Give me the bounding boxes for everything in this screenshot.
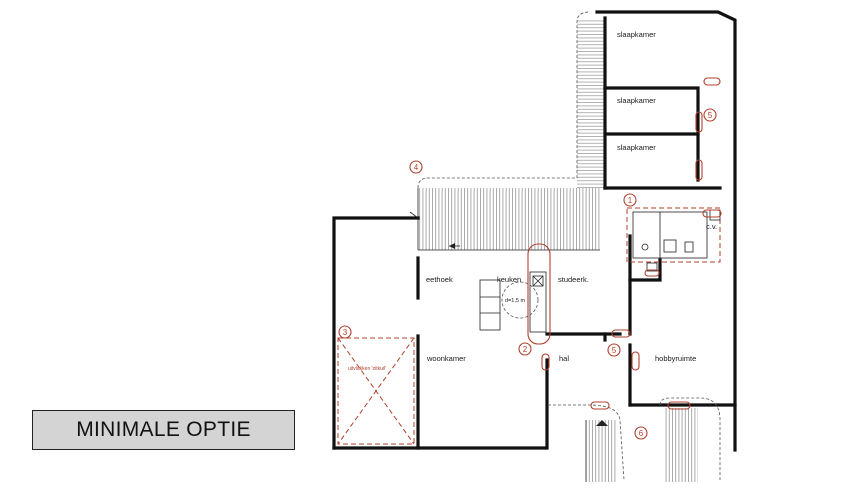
- svg-text:5: 5: [708, 111, 713, 120]
- room-labels: slaapkamer slaapkamer slaapkamer c.v. ee…: [348, 30, 717, 372]
- label-slaapkamer-2: slaapkamer: [617, 96, 656, 105]
- label-eethoek: eethoek: [426, 275, 453, 284]
- terrace: [417, 11, 605, 251]
- marker-1: 1: [623, 193, 637, 207]
- kitchen: [479, 243, 551, 345]
- ramps: [548, 397, 721, 482]
- label-woonkamer: woonkamer: [426, 354, 466, 363]
- label-cv: c.v.: [706, 222, 717, 231]
- label-uitvlakken: uitvlakken 'zitkuil': [348, 366, 386, 372]
- marker-2: 2: [518, 342, 532, 356]
- marker-4: 4: [409, 160, 423, 174]
- marker-5-lower: 5: [607, 343, 621, 357]
- marker-5-upper: 5: [703, 108, 717, 122]
- numbered-markers: 1 2 3 4 5 5 6: [338, 108, 717, 440]
- label-slaapkamer-3: slaapkamer: [617, 143, 656, 152]
- marker-6: 6: [634, 426, 648, 440]
- label-slaapkamer-1: slaapkamer: [617, 30, 656, 39]
- bathroom: [626, 207, 721, 272]
- svg-text:5: 5: [612, 346, 617, 355]
- svg-text:2: 2: [523, 345, 528, 354]
- door-markers: [541, 77, 722, 410]
- label-turning-circle: d=1,5 m: [505, 298, 525, 304]
- svg-text:4: 4: [414, 163, 419, 172]
- svg-text:1: 1: [628, 196, 633, 205]
- svg-text:3: 3: [343, 328, 348, 337]
- zitkuil: [337, 337, 415, 445]
- walls: [332, 10, 737, 452]
- label-hobbyruimte: hobbyruimte: [655, 354, 696, 363]
- label-studeerk: studeerk.: [558, 275, 589, 284]
- svg-text:6: 6: [639, 429, 644, 438]
- option-label: MINIMALE OPTIE: [32, 410, 295, 450]
- label-keuken: keuken: [497, 275, 521, 284]
- marker-3: 3: [338, 325, 352, 339]
- label-hal: hal: [559, 354, 569, 363]
